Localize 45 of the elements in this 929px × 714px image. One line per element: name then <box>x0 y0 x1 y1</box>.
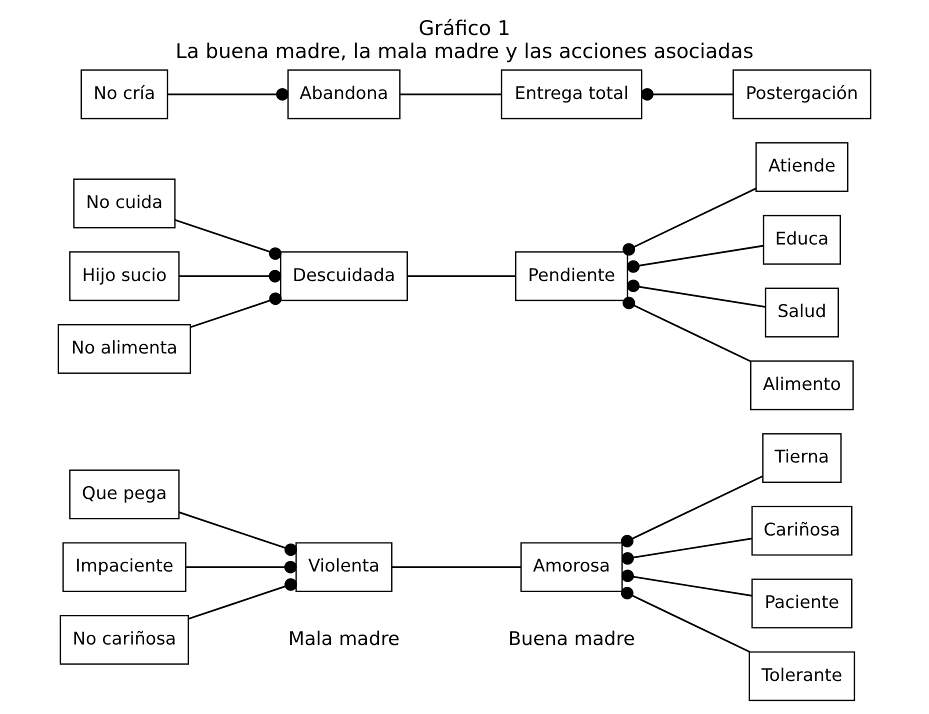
node-box: Pendiente <box>515 251 628 302</box>
node-box: No cariñosa <box>60 614 190 665</box>
connector <box>407 275 516 278</box>
diagram-title: Gráfico 1 <box>418 16 510 40</box>
label: Mala madre <box>288 628 400 650</box>
connector <box>627 244 764 273</box>
connector <box>621 570 752 597</box>
connector <box>186 560 297 574</box>
label: Buena madre <box>508 628 635 650</box>
node-box: No alimenta <box>58 324 192 374</box>
node-box: Abandona <box>287 69 401 120</box>
connector <box>620 586 750 653</box>
connector <box>179 512 298 556</box>
connector <box>174 219 282 260</box>
node-box: No cría <box>80 69 168 120</box>
node-box: Cariñosa <box>751 506 852 556</box>
node-box: Tierna <box>762 433 842 483</box>
node-box: Atiende <box>755 142 848 192</box>
connector <box>392 566 521 568</box>
caption: La buena madre, la mala madre y las acciones asociadas <box>176 38 754 63</box>
node-box: Salud <box>764 288 839 338</box>
node-box: Hijo sucio <box>69 251 180 302</box>
connector <box>168 88 289 101</box>
node-box: Violenta <box>295 542 392 592</box>
connector <box>622 296 751 362</box>
connector <box>190 292 282 328</box>
node-box: Entrega total <box>500 69 642 120</box>
node-box: Alimento <box>750 360 854 410</box>
connector <box>188 578 298 620</box>
node-box: Que pega <box>69 469 180 520</box>
node-box: Descuidada <box>280 251 408 302</box>
node-box: Paciente <box>751 578 852 628</box>
connector <box>400 93 502 96</box>
node-box: Postergación <box>732 69 872 120</box>
connector <box>620 475 763 548</box>
node-box: Amorosa <box>520 542 623 592</box>
node-box: Educa <box>762 214 841 265</box>
connector <box>640 88 734 101</box>
node-box: Impaciente <box>62 542 186 592</box>
connector <box>621 538 752 565</box>
connector <box>622 188 756 256</box>
node-box: Tolerante <box>748 651 856 702</box>
node-box: No cuida <box>73 178 176 228</box>
connector <box>627 280 766 308</box>
connector <box>179 270 282 282</box>
